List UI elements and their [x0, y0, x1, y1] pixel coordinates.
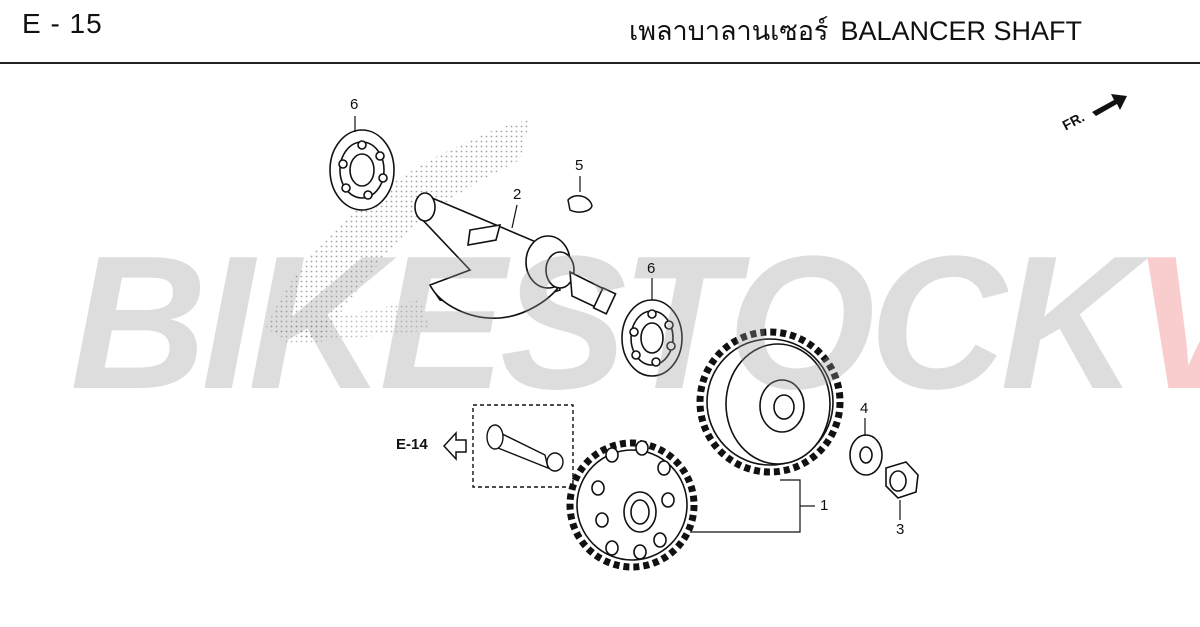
large-gear — [696, 328, 844, 476]
bearing-right — [621, 299, 683, 377]
callout-6-right: 6 — [647, 260, 656, 277]
leader-lines — [354, 116, 901, 533]
reference-arrow-icon — [442, 431, 467, 461]
front-arrow-icon — [1092, 94, 1127, 116]
callout-5: 5 — [575, 157, 584, 174]
balancer-shaft — [414, 192, 617, 319]
page-title: เพลาบาลานเซอร์ BALANCER SHAFT — [629, 9, 1082, 52]
reference-label: E-14 — [396, 436, 428, 453]
small-gear — [566, 439, 698, 571]
header-divider — [0, 62, 1200, 64]
title-english: BALANCER SHAFT — [840, 16, 1082, 46]
callout-1: 1 — [820, 497, 829, 514]
nut — [885, 461, 919, 499]
bearing-top — [329, 129, 395, 211]
callout-6-top: 6 — [350, 96, 359, 113]
callout-4: 4 — [860, 400, 869, 417]
reference-shaft — [472, 404, 574, 488]
crankcase-stipple — [265, 120, 530, 340]
callout-2: 2 — [513, 186, 522, 203]
crankcase-stipple-lower — [270, 300, 430, 345]
section-code: E - 15 — [22, 8, 103, 39]
title-thai: เพลาบาลานเซอร์ — [628, 16, 829, 46]
woodruff-key — [567, 195, 593, 213]
callout-3: 3 — [896, 521, 905, 538]
washer — [849, 434, 883, 476]
